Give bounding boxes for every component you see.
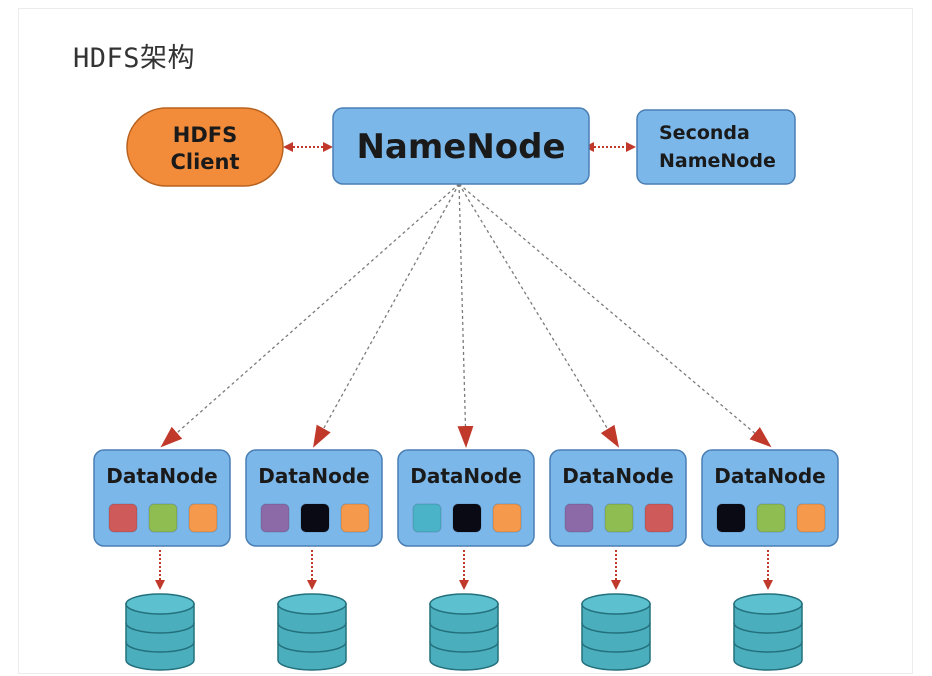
namenode-datanode-link	[458, 183, 620, 448]
datanode-node: DataNode	[701, 449, 839, 547]
disk-row	[125, 593, 803, 671]
namenode-datanode-link	[313, 183, 460, 448]
page-frame	[18, 8, 913, 674]
datanode-label: DataNode	[410, 464, 522, 488]
datanode-row: DataNode DataNode DataNode DataNode DataNode	[93, 449, 839, 547]
hdfs-client-label-line1: HDFS	[173, 123, 237, 147]
data-block	[260, 503, 290, 533]
storage-disk-icon	[429, 593, 499, 671]
datanode-node: DataNode	[549, 449, 687, 547]
namenode-datanode-link	[457, 183, 474, 448]
storage-disk-icon	[733, 593, 803, 671]
datanode-node: DataNode	[93, 449, 231, 547]
data-block	[300, 503, 330, 533]
namenode-datanode-link	[160, 183, 460, 448]
namenode-datanode-link	[458, 183, 772, 448]
data-block	[492, 503, 522, 533]
data-block	[564, 503, 594, 533]
namenode-node: NameNode	[332, 107, 590, 185]
storage-disk-icon	[581, 593, 651, 671]
data-block	[716, 503, 746, 533]
data-block	[412, 503, 442, 533]
datanode-node: DataNode	[245, 449, 383, 547]
storage-disk-icon	[125, 593, 195, 671]
data-block	[148, 503, 178, 533]
datanode-label: DataNode	[714, 464, 826, 488]
hdfs-client-label-line2: Client	[170, 150, 239, 174]
secondary-namenode-label-line2: NameNode	[659, 150, 776, 172]
data-block	[796, 503, 826, 533]
data-block	[644, 503, 674, 533]
datanode-node: DataNode	[397, 449, 535, 547]
data-block	[452, 503, 482, 533]
datanode-label: DataNode	[258, 464, 370, 488]
namenode-label: NameNode	[356, 127, 565, 167]
data-block	[756, 503, 786, 533]
secondary-namenode-node: Seconda NameNode	[636, 109, 796, 185]
secondary-namenode-label-line1: Seconda	[659, 122, 750, 144]
storage-disk-icon	[277, 593, 347, 671]
hdfs-client-node: HDFS Client	[126, 107, 284, 187]
data-block	[188, 503, 218, 533]
datanode-to-disk-links	[155, 550, 773, 590]
namenode-to-datanode-links	[160, 183, 772, 448]
datanode-label: DataNode	[562, 464, 674, 488]
data-block	[108, 503, 138, 533]
data-block	[340, 503, 370, 533]
data-block	[604, 503, 634, 533]
datanode-label: DataNode	[106, 464, 218, 488]
page-title: HDFS架构	[73, 43, 196, 74]
